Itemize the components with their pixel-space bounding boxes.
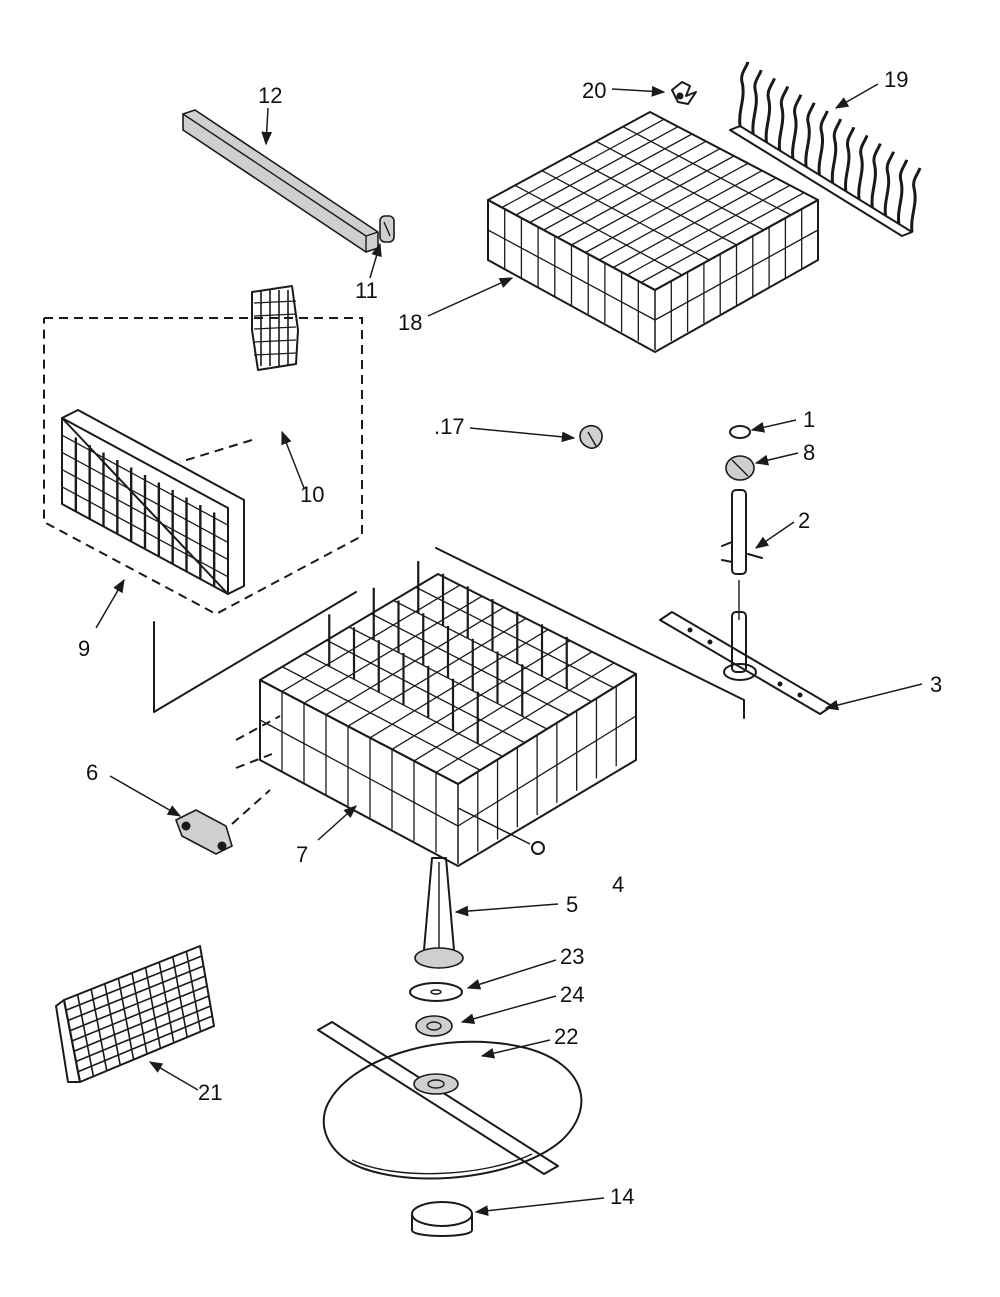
part-3-upper-spray-arm [659, 611, 833, 715]
callout-11: 11 [355, 278, 378, 303]
leader-lines [95, 83, 923, 1217]
callout-19: 19 [884, 67, 908, 92]
callout-4: 4 [612, 872, 624, 897]
part-8-nut [725, 455, 755, 481]
callout-21: 21 [198, 1080, 222, 1105]
part-17-clip [579, 424, 603, 449]
part-1-ring [729, 425, 751, 439]
callout-6: 6 [86, 760, 98, 785]
part-24-nut [415, 1015, 453, 1037]
callout-2: 2 [798, 508, 810, 533]
callout-23: 23 [560, 944, 584, 969]
callout-labels: 12 11 20 19 18 1 8 .17 2 10 9 3 6 7 4 5 … [78, 67, 942, 1209]
callout-10: 10 [300, 482, 324, 507]
part-23-washer [409, 982, 463, 1002]
part-2-spray-tube [721, 489, 763, 620]
part-6-rack-wheel [174, 789, 271, 855]
callout-17: .17 [434, 414, 465, 439]
part-4-ball [457, 807, 545, 855]
callout-12: 12 [258, 83, 282, 108]
part-10-basket-lid [179, 285, 299, 463]
callout-7: 7 [296, 842, 308, 867]
part-14-filter-cup [411, 1201, 473, 1237]
part-9-silverware-basket-assembly [43, 317, 363, 616]
callout-24: 24 [560, 982, 584, 1007]
callout-8: 8 [803, 440, 815, 465]
callout-18: 18 [398, 310, 422, 335]
callout-14: 14 [610, 1184, 634, 1209]
callout-20: 20 [582, 78, 606, 103]
part-7-lower-rack [153, 547, 745, 867]
callout-22: 22 [554, 1024, 578, 1049]
part-5-lower-spray-tube [414, 857, 464, 969]
part-21-basket-cover [55, 945, 215, 1083]
part-22-lower-spray-arm [317, 1021, 583, 1180]
part-11-end-cap [379, 215, 395, 243]
part-18-upper-rack [487, 111, 819, 353]
part-19-tine-row [729, 61, 922, 237]
callout-5: 5 [566, 892, 578, 917]
part-12-rail [182, 109, 379, 253]
callout-9: 9 [78, 636, 90, 661]
part-20-clip [671, 81, 697, 105]
callout-1: 1 [803, 407, 815, 432]
callout-3: 3 [930, 672, 942, 697]
